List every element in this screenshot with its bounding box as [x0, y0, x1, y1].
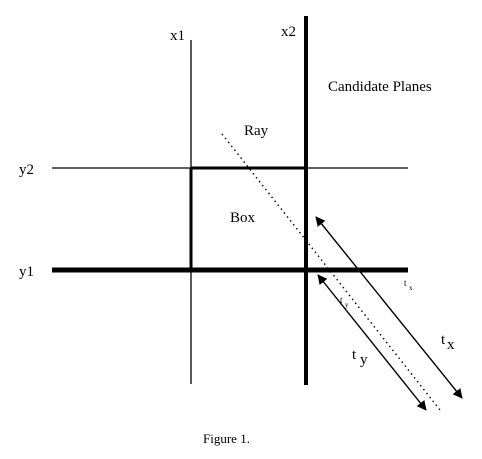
ty-small-subscript: y: [345, 301, 349, 309]
tx-small-label: t: [404, 278, 407, 288]
ty-label: t: [352, 347, 357, 363]
y1-label: y1: [19, 264, 34, 280]
ty-subscript: y: [360, 352, 368, 368]
ray-label: Ray: [244, 123, 269, 139]
x2-label: x2: [281, 24, 296, 40]
ty-arrow: [317, 274, 427, 411]
x1-label: x1: [170, 28, 185, 44]
tx-subscript: x: [447, 337, 455, 353]
ty-small-label: t: [340, 295, 343, 305]
tx-arrow: [315, 216, 463, 399]
figure-caption: Figure 1.: [203, 431, 250, 446]
y2-label: y2: [19, 162, 34, 178]
candidate-planes-label: Candidate Planes: [328, 79, 432, 95]
tx-small-subscript: x: [409, 284, 413, 292]
tx-label: t: [441, 332, 446, 348]
box-label: Box: [230, 210, 256, 226]
